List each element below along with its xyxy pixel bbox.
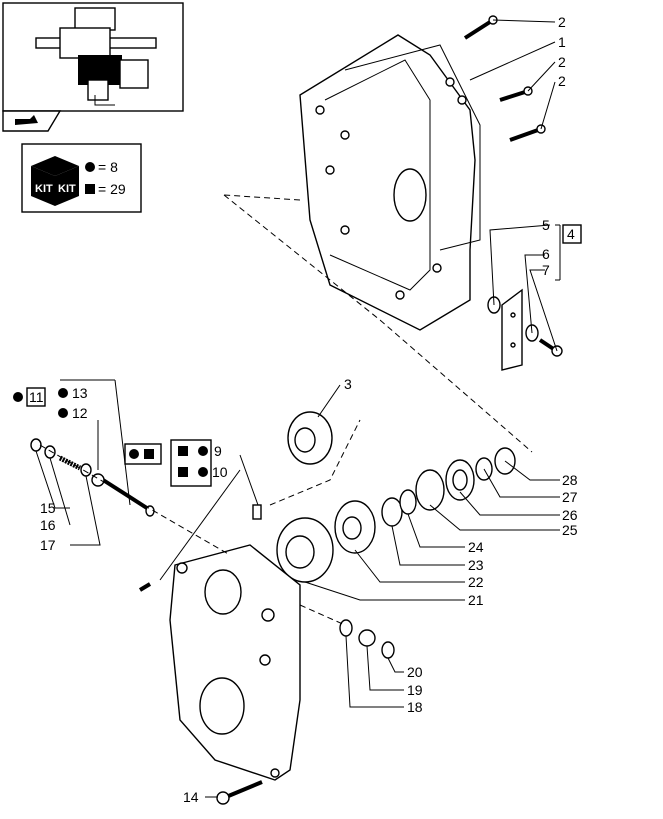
- callout-18: 18: [407, 699, 423, 715]
- circle-marker-11: [13, 392, 23, 402]
- kit-label-right: KIT: [58, 183, 76, 195]
- pin-9: [252, 504, 262, 520]
- callout-16: 16: [40, 517, 56, 533]
- spring-12: [58, 455, 92, 477]
- callout-2c: 2: [558, 73, 566, 89]
- callout-27: 27: [562, 489, 578, 505]
- rod-13: [98, 476, 155, 517]
- circle-count: = 8: [98, 159, 118, 175]
- square-marker-9: [178, 446, 188, 456]
- gear-25: [415, 469, 445, 511]
- callout-19: 19: [407, 682, 423, 698]
- lower-cover: [169, 544, 301, 781]
- assembly-thumbnail[interactable]: [2, 2, 184, 112]
- callout-15: 15: [40, 500, 56, 516]
- kit-label-left: KIT: [35, 183, 53, 195]
- callout-17: 17: [40, 537, 56, 553]
- washer-15: [30, 438, 42, 452]
- square-marker-frame: [144, 449, 154, 459]
- callout-4: 4: [567, 226, 575, 242]
- callout-12: 12: [72, 405, 88, 421]
- callout-2b: 2: [558, 54, 566, 70]
- callout-21: 21: [468, 592, 484, 608]
- square-marker-icon: [85, 184, 95, 194]
- circle-marker-10: [198, 467, 208, 477]
- callout-frame-11: [26, 387, 46, 407]
- callout-20: 20: [407, 664, 423, 680]
- ring-23: [381, 497, 403, 527]
- leader-lines: [35, 19, 561, 798]
- kit-box-icon: KIT KIT: [31, 156, 79, 206]
- callout-3: 3: [344, 376, 352, 392]
- screw-7: [538, 338, 563, 357]
- assembly-guide-line-2: [223, 194, 301, 201]
- shim-plate: [501, 288, 523, 371]
- callout-23: 23: [468, 557, 484, 573]
- bearing-26: [445, 459, 475, 501]
- assembly-guide-line: [223, 194, 533, 453]
- circle-marker-13: [58, 388, 68, 398]
- callout-6: 6: [542, 246, 550, 262]
- circle-marker-frame: [129, 449, 139, 459]
- circle-marker-12: [58, 408, 68, 418]
- callout-24: 24: [468, 539, 484, 555]
- callout-2a: 2: [558, 14, 566, 30]
- callout-14: 14: [183, 789, 199, 805]
- square-marker-10: [178, 467, 188, 477]
- callout-25: 25: [562, 522, 578, 538]
- dashed-axis-bottom: [299, 604, 346, 626]
- pin-10: [138, 582, 152, 592]
- callout-7: 7: [542, 262, 550, 278]
- bearing-21: [276, 517, 334, 583]
- callout-1: 1: [558, 34, 566, 50]
- callout-frame-4: [562, 224, 582, 244]
- callout-10: 10: [212, 464, 228, 480]
- hand-pointer-icon: [15, 115, 38, 125]
- plug-18: [339, 619, 353, 637]
- callout-22: 22: [468, 574, 484, 590]
- plug-19: [358, 629, 376, 647]
- callout-5: 5: [542, 217, 550, 233]
- gear-assembly-box: [269, 419, 361, 506]
- navigation-arrow-tab[interactable]: [2, 110, 62, 132]
- transmission-housing: [299, 34, 481, 331]
- circle-marker-9: [198, 446, 208, 456]
- callout-11: 11: [29, 389, 44, 405]
- square-count: = 29: [98, 181, 126, 197]
- bolt-top: [463, 15, 498, 40]
- callout-9: 9: [214, 443, 222, 459]
- callout-26: 26: [562, 507, 578, 523]
- callout-28: 28: [562, 472, 578, 488]
- washer-16: [44, 445, 56, 459]
- bolt-lower: [509, 124, 546, 142]
- snap-ring-24: [399, 489, 417, 515]
- kit-legend: KIT KIT = 8 = 29: [21, 143, 142, 213]
- gear-22: [334, 500, 376, 554]
- gear-3: [287, 411, 333, 465]
- bolt-middle: [499, 86, 533, 102]
- circle-marker-icon: [85, 162, 95, 172]
- bolt-14: [216, 780, 263, 805]
- washer-20: [381, 641, 395, 659]
- dashed-axis-left: [39, 444, 231, 556]
- callout-13: 13: [72, 385, 88, 401]
